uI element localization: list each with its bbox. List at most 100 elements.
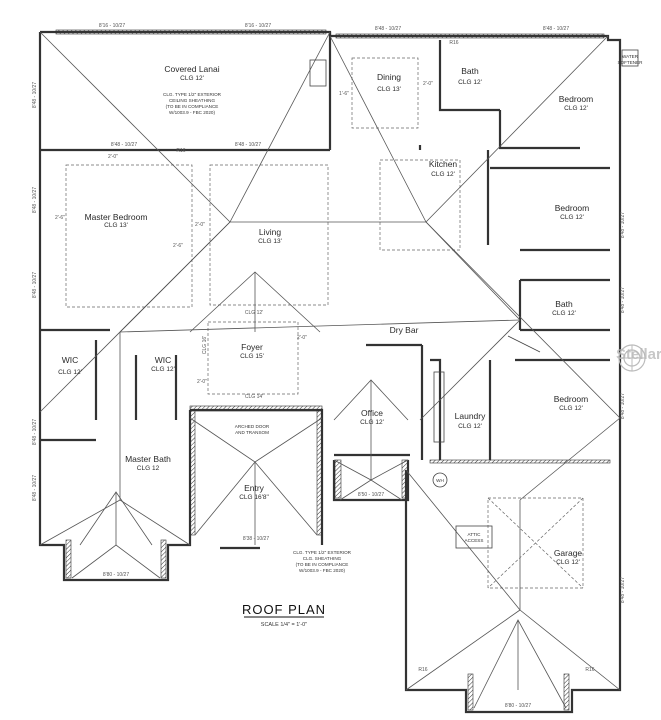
plan-title: ROOF PLAN	[242, 602, 326, 617]
arch-door-note-1: ARCHED DOOR	[235, 424, 270, 429]
dim-top-4: 8'48 - 10/27	[543, 26, 569, 32]
room-bedroom-2: Bedroom	[555, 203, 590, 213]
ceiling-outlines	[65, 57, 584, 589]
dim-left-5: 8'48 - 10/27	[32, 475, 38, 501]
attic-access-note-1: ATTIC	[468, 532, 482, 537]
room-bath-2: Bath	[555, 299, 573, 309]
ceiling-living: CLG 13'	[258, 238, 282, 245]
dim-r-1: R16	[176, 148, 185, 154]
dim-clg-16: CLG 16'	[202, 336, 208, 354]
dim-top-3: 8'48 - 10/27	[375, 26, 401, 32]
dimension-labels: 8'16 - 10/27 8'16 - 10/27 8'48 - 10/27 8…	[32, 23, 626, 709]
ceiling-bath-2: CLG 12'	[552, 310, 576, 317]
watermark-text: Stellar	[616, 346, 661, 363]
dim-left-1: 8'48 - 10/27	[32, 82, 38, 108]
dim-clg-12: CLG 12'	[245, 310, 263, 316]
roof-hip-lines	[39, 31, 621, 709]
dim-r-3: R16	[418, 667, 427, 673]
ceiling-foyer: CLG 15'	[240, 353, 264, 360]
ceiling-kitchen: CLG 12'	[431, 171, 455, 178]
dim-right-2: 8'48 - 10/27	[620, 287, 626, 313]
mls-logo-icon	[618, 344, 646, 372]
room-master-bedroom: Master Bedroom	[85, 212, 148, 222]
ceiling-laundry: CLG 12'	[458, 423, 482, 430]
dim-r-2: R16	[449, 40, 458, 46]
ceiling-bedroom-1: CLG 12'	[564, 105, 588, 112]
plan-title-block: ROOF PLAN SCALE 1/4" = 1'-0"	[242, 602, 326, 628]
room-living: Living	[259, 227, 281, 237]
room-laundry: Laundry	[455, 411, 486, 421]
dim-clg-14: CLG 14'	[245, 394, 263, 400]
ceiling-wic-2: CLG 12'	[151, 366, 175, 373]
arch-door-note-2: AND TRANSOM	[235, 430, 269, 435]
ceiling-entry: CLG 16'8"	[239, 494, 269, 501]
entry-note-line-4: W/1003.9 - FBC 2020)	[299, 568, 345, 573]
water-heater-label: WH	[436, 478, 444, 483]
dim-left-4: 8'48 - 10/27	[32, 419, 38, 445]
dim-bottom-garage: 8'80 - 10/27	[505, 703, 531, 709]
ceiling-bedroom-3: CLG 12'	[559, 405, 583, 412]
room-garage: Garage	[554, 548, 583, 558]
dim-left-3: 8'48 - 10/27	[32, 272, 38, 298]
room-wic-2: WIC	[155, 355, 172, 365]
room-master-bath: Master Bath	[125, 454, 171, 464]
plan-scale: SCALE 1/4" = 1'-0"	[261, 622, 307, 628]
dim-mid-2: 8'48 - 10/27	[235, 142, 261, 148]
room-bedroom-3: Bedroom	[554, 394, 589, 404]
dim-left-2: 8'48 - 10/27	[32, 187, 38, 213]
dim-mid-1: 8'48 - 10/27	[111, 142, 137, 148]
dim-height-8: 2'-0"	[197, 379, 207, 385]
attic-access-note-2: ACCESS	[465, 538, 484, 543]
ceiling-bath-1: CLG 12'	[458, 79, 482, 86]
hatched-walls	[55, 29, 611, 711]
room-entry: Entry	[244, 483, 265, 493]
fixtures	[309, 49, 639, 443]
dim-height-6: 1'-6"	[339, 91, 349, 97]
ceiling-garage: CLG 12'	[556, 559, 580, 566]
room-foyer: Foyer	[241, 342, 263, 352]
lanai-note-line-2: CEILING SHEATHING	[169, 98, 216, 103]
ceiling-covered-lanai: CLG 12'	[180, 75, 204, 82]
room-kitchen: Kitchen	[429, 159, 458, 169]
dim-right-1: 8'48 - 10/27	[620, 212, 626, 238]
entry-note-line-3: (TO BE IN COMPLIANCE	[296, 562, 349, 567]
room-wic-1: WIC	[62, 355, 79, 365]
dim-height-2: 2'-0"	[195, 222, 205, 228]
room-dining: Dining	[377, 72, 401, 82]
ceiling-office: CLG 12'	[360, 419, 384, 426]
entry-note-line-1: CLG. TYPE 1/2" EXTERIOR	[293, 550, 352, 555]
dim-bottom-bay: 8'80 - 10/27	[103, 572, 129, 578]
interior-walls	[40, 40, 610, 550]
room-covered-lanai: Covered Lanai	[164, 64, 219, 74]
dim-right-3: 8'48 - 10/27	[620, 393, 626, 419]
dim-bottom-entry: 8'38 - 10/27	[243, 536, 269, 542]
room-bedroom-1: Bedroom	[559, 94, 594, 104]
dim-height-7: 2'-0"	[297, 335, 307, 341]
lanai-note-line-1: CLG. TYPE 1/2" EXTERIOR	[163, 92, 222, 97]
attic-access-box	[432, 472, 584, 589]
dim-height-3: 2'-6"	[55, 215, 65, 221]
room-office: Office	[361, 408, 383, 418]
lanai-note-line-3: (TO BE IN COMPLIANCE	[166, 104, 219, 109]
ceiling-master-bedroom: CLG 13'	[104, 222, 128, 229]
ceiling-wic-1: CLG 12'	[58, 369, 82, 376]
room-dry-bar: Dry Bar	[390, 325, 419, 335]
dim-height-5: 2'-0"	[423, 81, 433, 87]
water-softener-note-1: WATER	[622, 54, 639, 59]
entry-note-line-2: CLG. SHEATHING	[303, 556, 342, 561]
ceiling-bedroom-2: CLG 12'	[560, 214, 584, 221]
construction-notes: CLG. TYPE 1/2" EXTERIOR CEILING SHEATHIN…	[163, 54, 643, 573]
room-bath-1: Bath	[461, 66, 479, 76]
room-labels: Covered Lanai CLG 12' Dining CLG 13' Bat…	[58, 64, 593, 566]
dim-top-2: 8'16 - 10/27	[245, 23, 271, 29]
dim-height-1: 2'-0"	[108, 154, 118, 160]
dim-bottom-office: 8'50 - 10/27	[358, 492, 384, 498]
dim-right-4: 8'48 - 10/27	[620, 577, 626, 603]
dim-top-1: 8'16 - 10/27	[99, 23, 125, 29]
ceiling-master-bath: CLG 12	[137, 465, 160, 472]
lanai-note-line-4: W/1003.9 - FBC 2020)	[169, 110, 215, 115]
ceiling-dining: CLG 13'	[377, 86, 401, 93]
dim-height-4: 2'-6"	[173, 243, 183, 249]
exterior-walls	[38, 30, 622, 714]
